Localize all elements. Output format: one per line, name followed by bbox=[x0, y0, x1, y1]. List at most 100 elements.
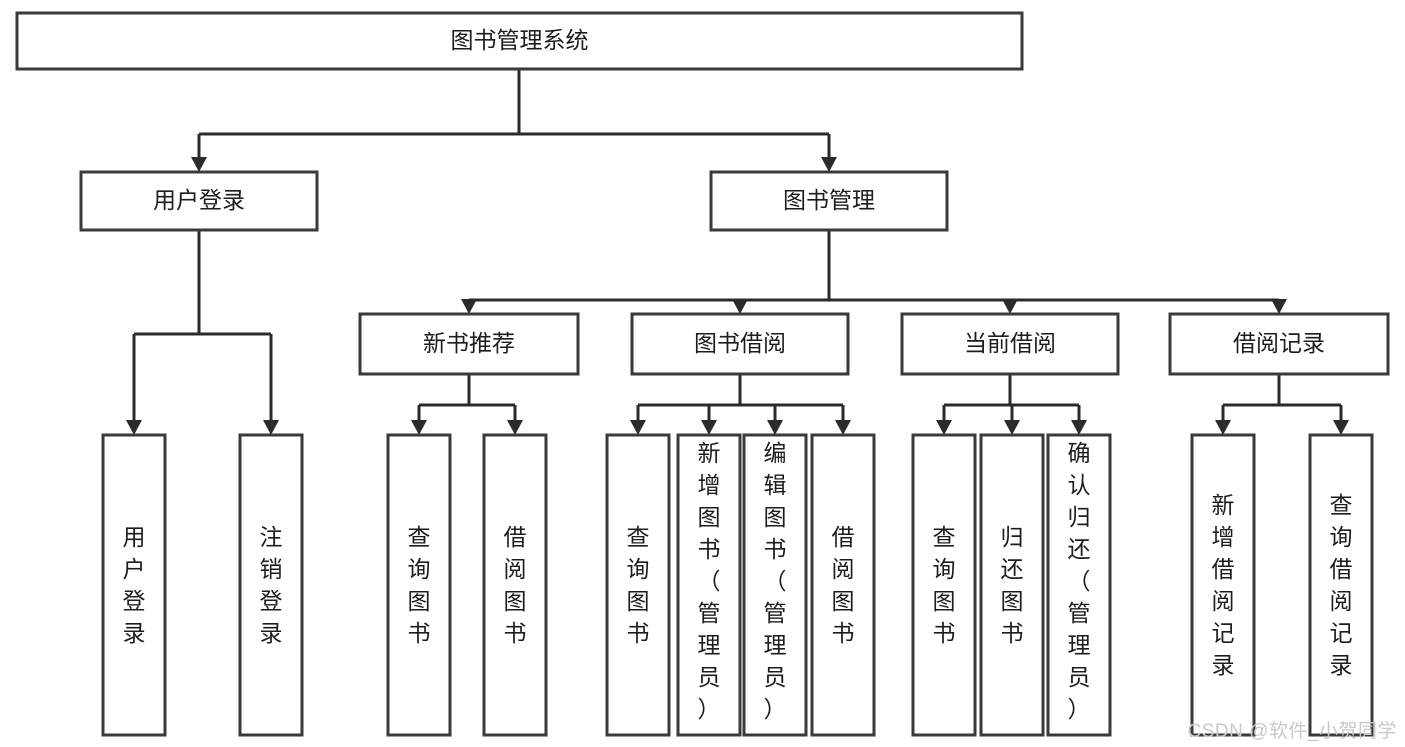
arrow-head bbox=[1215, 420, 1231, 435]
arrow-head bbox=[701, 420, 717, 435]
node-rect[interactable] bbox=[810, 433, 876, 737]
arrow-head bbox=[767, 420, 783, 435]
node-label-char: 理 bbox=[698, 632, 721, 658]
node-rect[interactable] bbox=[1168, 312, 1390, 376]
arrow-head bbox=[126, 420, 142, 435]
node-label-char: 录 bbox=[1212, 652, 1235, 678]
node-current-borrow[interactable]: 当前借阅 bbox=[900, 312, 1120, 376]
node-new-book-recommend[interactable]: 新书推荐 bbox=[358, 312, 580, 376]
node-label-char: 图 bbox=[764, 504, 787, 530]
node-label-char: 归 bbox=[1068, 504, 1091, 530]
node-label-char: 录 bbox=[260, 620, 283, 646]
node-rect[interactable] bbox=[911, 433, 977, 737]
node-rect[interactable] bbox=[238, 433, 304, 737]
node-label-char: 记 bbox=[1212, 620, 1235, 646]
node-label-char: 增 bbox=[1212, 524, 1235, 550]
node-label-char: 阅 bbox=[832, 556, 855, 582]
node-rect[interactable] bbox=[15, 11, 1024, 71]
node-rect[interactable] bbox=[742, 433, 808, 737]
node-rect[interactable] bbox=[605, 433, 671, 737]
node-label-char: （ bbox=[764, 568, 787, 594]
node-label-char: 查 bbox=[627, 524, 650, 550]
node-rect[interactable] bbox=[979, 433, 1045, 737]
arrow-head bbox=[835, 420, 851, 435]
node-label-char: 员 bbox=[1068, 664, 1091, 690]
node-rect[interactable] bbox=[79, 170, 319, 232]
node-label-char: 归 bbox=[1001, 524, 1024, 550]
node-book-management[interactable]: 图书管理 bbox=[709, 170, 949, 232]
node-root[interactable]: 图书管理系统 bbox=[15, 11, 1024, 71]
arrow-head bbox=[191, 157, 207, 172]
node-rect[interactable] bbox=[101, 433, 167, 737]
node-label-char: 图 bbox=[698, 504, 721, 530]
node-label-char: 管 bbox=[1068, 600, 1091, 626]
node-rect[interactable] bbox=[630, 312, 850, 376]
node-label-char: 询 bbox=[933, 556, 956, 582]
node-label-char: 记 bbox=[1330, 620, 1353, 646]
node-rect[interactable] bbox=[709, 170, 949, 232]
node-rect[interactable] bbox=[1308, 433, 1374, 737]
node-label-char: 书 bbox=[698, 536, 721, 562]
node-label-char: 销 bbox=[260, 556, 283, 582]
node-label-char: 书 bbox=[832, 620, 855, 646]
node-label-char: 户 bbox=[123, 556, 146, 582]
node-label: 图书借阅 bbox=[694, 330, 786, 356]
arrow-head bbox=[263, 420, 279, 435]
node-label-char: 注 bbox=[260, 524, 283, 550]
node-rect[interactable] bbox=[900, 312, 1120, 376]
node-label-char: 书 bbox=[933, 620, 956, 646]
node-label-char: 借 bbox=[832, 524, 855, 550]
node-leaf-user-login[interactable]: 用户登录 bbox=[101, 433, 167, 737]
node-label-char: 图 bbox=[1001, 588, 1024, 614]
connector-edges bbox=[126, 69, 1349, 435]
node-label-char: 询 bbox=[1330, 524, 1353, 550]
node-label-char: 查 bbox=[408, 524, 431, 550]
arrow-head bbox=[732, 299, 748, 314]
node-label-char: 图 bbox=[933, 588, 956, 614]
node-label-char: 新 bbox=[698, 440, 721, 466]
node-label-char: 借 bbox=[1212, 556, 1235, 582]
node-label: 图书管理系统 bbox=[451, 27, 589, 53]
node-label-char: 书 bbox=[627, 620, 650, 646]
node-label-char: 管 bbox=[698, 600, 721, 626]
node-label-char: 阅 bbox=[1330, 588, 1353, 614]
node-label-char: 书 bbox=[504, 620, 527, 646]
node-label-char: 借 bbox=[504, 524, 527, 550]
node-rect[interactable] bbox=[482, 433, 548, 737]
node-label-char: 员 bbox=[764, 664, 787, 690]
node-rect[interactable] bbox=[386, 433, 452, 737]
node-label-char: 编 bbox=[764, 440, 787, 466]
node-label-char: 理 bbox=[764, 632, 787, 658]
node-rect[interactable] bbox=[358, 312, 580, 376]
arrow-head bbox=[936, 420, 952, 435]
node-borrow-record[interactable]: 借阅记录 bbox=[1168, 312, 1390, 376]
node-label: 借阅记录 bbox=[1233, 330, 1325, 356]
node-label-char: 查 bbox=[933, 524, 956, 550]
arrow-head bbox=[411, 420, 427, 435]
node-label-char: （ bbox=[1068, 568, 1091, 594]
node-book-borrow[interactable]: 图书借阅 bbox=[630, 312, 850, 376]
node-rect[interactable] bbox=[1190, 433, 1256, 737]
node-rect[interactable] bbox=[676, 433, 742, 737]
node-label-char: 图 bbox=[504, 588, 527, 614]
node-label-char: 查 bbox=[1330, 492, 1353, 518]
arrow-head bbox=[507, 420, 523, 435]
node-label-char: 图 bbox=[832, 588, 855, 614]
node-label-char: 辑 bbox=[764, 472, 787, 498]
node-rect[interactable] bbox=[1046, 433, 1112, 737]
node-label-char: 录 bbox=[1330, 652, 1353, 678]
node-user-login[interactable]: 用户登录 bbox=[79, 170, 319, 232]
